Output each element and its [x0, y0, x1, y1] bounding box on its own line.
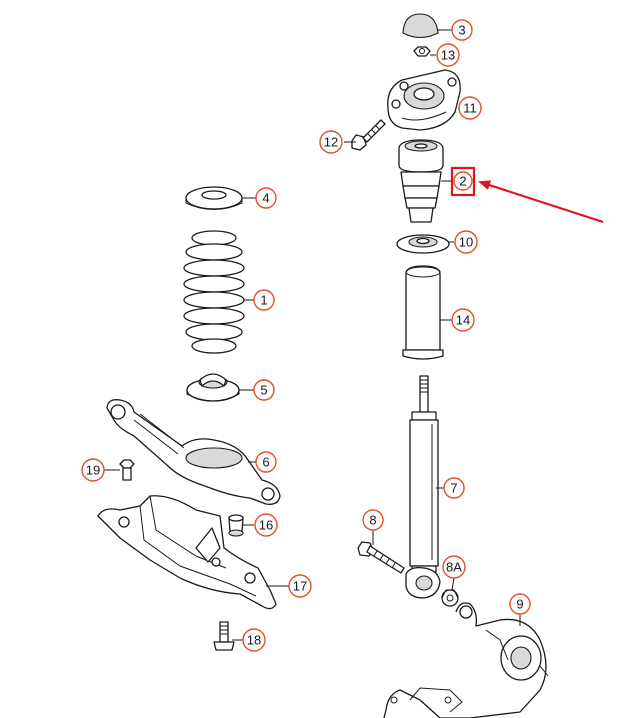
upper-spring-seat	[396, 234, 450, 254]
callout-11[interactable]: 11	[458, 96, 482, 120]
svg-text:16: 16	[259, 518, 273, 533]
svg-text:19: 19	[86, 463, 100, 478]
callout-8[interactable]: 8	[362, 509, 384, 531]
svg-text:4: 4	[262, 191, 269, 206]
svg-text:10: 10	[459, 235, 473, 250]
callout-18[interactable]: 18	[242, 628, 266, 652]
mount-bolt	[351, 119, 386, 151]
callout-10[interactable]: 10	[454, 230, 478, 254]
bump-stop	[398, 139, 444, 223]
coil-spring	[183, 230, 245, 354]
callout-5[interactable]: 5	[253, 379, 275, 401]
callout-8a[interactable]: 8A	[442, 555, 466, 579]
rubber-bushing	[228, 514, 244, 537]
callout-3[interactable]: 3	[451, 19, 473, 41]
callout-13[interactable]: 13	[436, 43, 460, 67]
upper-spring-pad	[185, 186, 243, 210]
callout-1[interactable]: 1	[253, 289, 275, 311]
shock-bolt	[357, 541, 405, 574]
callouts: 3 13 11 12 2 4 10 1 14 5 6 7 19 16 8 8A …	[81, 19, 531, 652]
highlight-arrow	[478, 180, 604, 224]
strut-top-mount	[387, 69, 461, 131]
svg-text:3: 3	[458, 23, 465, 38]
svg-text:2: 2	[459, 174, 466, 189]
top-nut	[413, 46, 431, 57]
highlight-box	[450, 166, 476, 197]
callout-9[interactable]: 9	[509, 593, 531, 615]
leader-lines	[104, 29, 521, 641]
svg-text:5: 5	[260, 383, 267, 398]
wheel-bearing-housing	[383, 602, 549, 718]
lower-control-arm	[106, 399, 281, 505]
shock-absorber	[405, 375, 441, 599]
subframe-bolt	[213, 621, 235, 651]
callout-14[interactable]: 14	[451, 308, 475, 332]
svg-text:1: 1	[260, 293, 267, 308]
lower-spring-pad	[186, 373, 240, 402]
svg-text:14: 14	[456, 313, 470, 328]
protective-sleeve	[402, 265, 444, 360]
svg-text:8A: 8A	[446, 560, 462, 575]
callout-6[interactable]: 6	[255, 451, 277, 473]
svg-text:18: 18	[247, 633, 261, 648]
callout-2[interactable]: 2	[453, 171, 473, 191]
callout-17[interactable]: 17	[288, 574, 312, 598]
callout-4[interactable]: 4	[255, 187, 277, 209]
svg-text:9: 9	[516, 597, 523, 612]
serrated-washer	[441, 589, 459, 607]
svg-text:12: 12	[324, 135, 338, 150]
svg-text:6: 6	[262, 455, 269, 470]
callout-19[interactable]: 19	[81, 458, 105, 482]
svg-text:11: 11	[463, 101, 477, 116]
small-bolt	[119, 459, 135, 481]
callout-16[interactable]: 16	[254, 513, 278, 537]
dust-cap	[402, 13, 439, 39]
svg-text:17: 17	[293, 579, 307, 594]
svg-text:7: 7	[450, 481, 457, 496]
callout-12[interactable]: 12	[319, 130, 343, 154]
svg-text:8: 8	[369, 513, 376, 528]
subframe-carrier	[97, 495, 277, 610]
callout-7[interactable]: 7	[443, 477, 465, 499]
svg-text:13: 13	[441, 48, 455, 63]
